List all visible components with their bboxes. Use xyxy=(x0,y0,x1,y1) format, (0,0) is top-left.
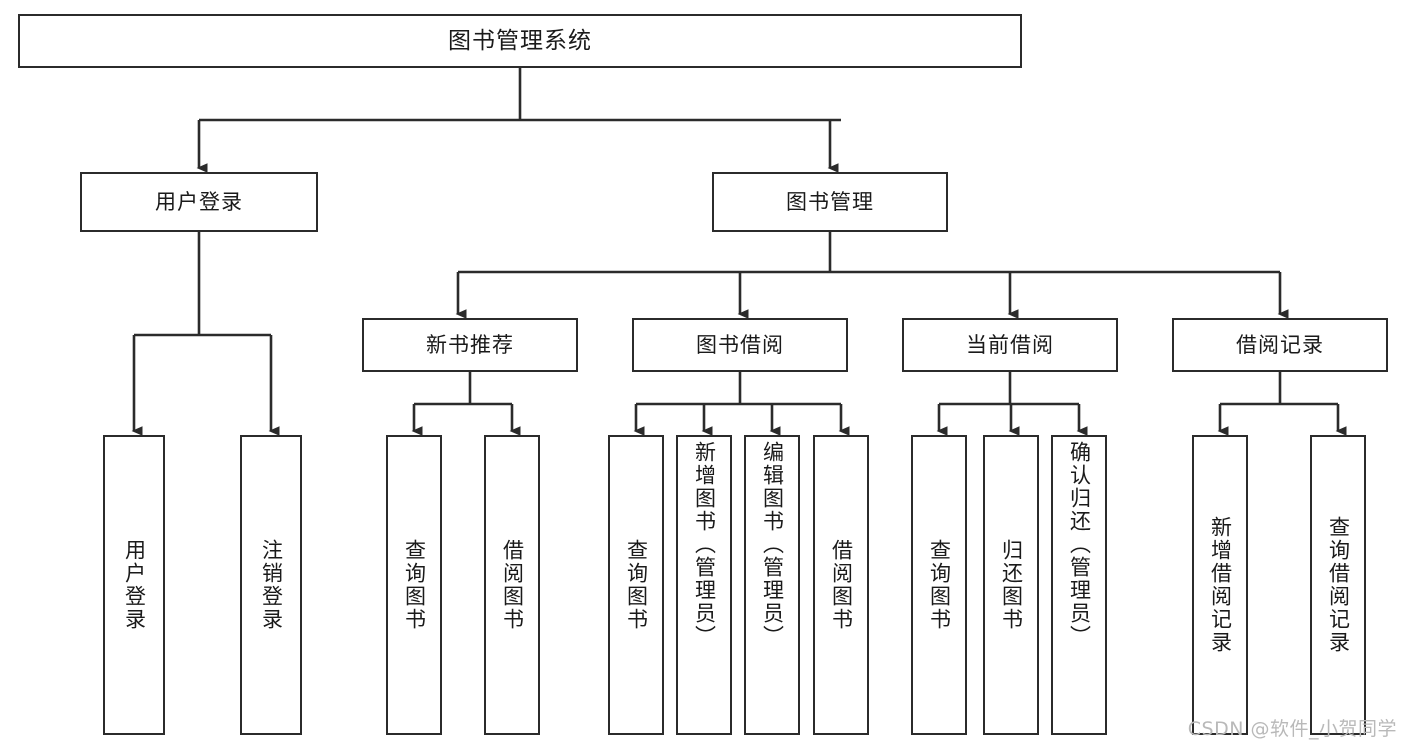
node-new-book-rec-label: 新书推荐 xyxy=(426,332,514,357)
node-leaf-logout[interactable]: 注销登录 xyxy=(240,435,302,735)
node-leaf-query-book-1[interactable]: 查询图书 xyxy=(386,435,442,735)
node-leaf-query-book-1-label: 查询图书 xyxy=(402,539,427,631)
node-leaf-add-record[interactable]: 新增借阅记录 xyxy=(1192,435,1248,735)
node-book-borrow-label: 图书借阅 xyxy=(696,332,784,357)
node-current-borrow-label: 当前借阅 xyxy=(966,332,1054,357)
node-leaf-add-record-label: 新增借阅记录 xyxy=(1208,516,1233,654)
node-user-login-label: 用户登录 xyxy=(155,189,243,214)
node-leaf-add-book-label: 新增图书（管理员） xyxy=(692,441,717,648)
node-leaf-borrow-book-2-label: 借阅图书 xyxy=(829,539,854,631)
node-leaf-query-book-3[interactable]: 查询图书 xyxy=(911,435,967,735)
node-leaf-confirm-return-label: 确认归还（管理员） xyxy=(1067,441,1092,648)
node-book-manage[interactable]: 图书管理 xyxy=(712,172,948,232)
node-book-borrow[interactable]: 图书借阅 xyxy=(632,318,848,372)
node-leaf-query-book-2[interactable]: 查询图书 xyxy=(608,435,664,735)
node-leaf-borrow-book-2[interactable]: 借阅图书 xyxy=(813,435,869,735)
node-current-borrow[interactable]: 当前借阅 xyxy=(902,318,1118,372)
node-user-login[interactable]: 用户登录 xyxy=(80,172,318,232)
node-borrow-record[interactable]: 借阅记录 xyxy=(1172,318,1388,372)
node-book-manage-label: 图书管理 xyxy=(786,189,874,214)
node-new-book-rec[interactable]: 新书推荐 xyxy=(362,318,578,372)
node-leaf-confirm-return[interactable]: 确认归还（管理员） xyxy=(1051,435,1107,735)
node-leaf-borrow-book-1-label: 借阅图书 xyxy=(500,539,525,631)
node-leaf-user-login[interactable]: 用户登录 xyxy=(103,435,165,735)
node-leaf-edit-book[interactable]: 编辑图书（管理员） xyxy=(744,435,800,735)
csdn-watermark: CSDN @软件_小贺同学 xyxy=(1187,718,1397,740)
node-leaf-query-book-2-label: 查询图书 xyxy=(624,539,649,631)
node-leaf-user-login-label: 用户登录 xyxy=(122,539,147,631)
node-leaf-edit-book-label: 编辑图书（管理员） xyxy=(760,441,785,648)
node-leaf-query-record[interactable]: 查询借阅记录 xyxy=(1310,435,1366,735)
node-leaf-add-book[interactable]: 新增图书（管理员） xyxy=(676,435,732,735)
node-root-label: 图书管理系统 xyxy=(448,27,592,54)
node-leaf-borrow-book-1[interactable]: 借阅图书 xyxy=(484,435,540,735)
node-leaf-query-record-label: 查询借阅记录 xyxy=(1326,516,1351,654)
node-borrow-record-label: 借阅记录 xyxy=(1236,332,1324,357)
node-leaf-return-book-label: 归还图书 xyxy=(999,539,1024,631)
node-leaf-return-book[interactable]: 归还图书 xyxy=(983,435,1039,735)
node-leaf-query-book-3-label: 查询图书 xyxy=(927,539,952,631)
node-leaf-logout-label: 注销登录 xyxy=(259,539,284,631)
node-root[interactable]: 图书管理系统 xyxy=(18,14,1022,68)
